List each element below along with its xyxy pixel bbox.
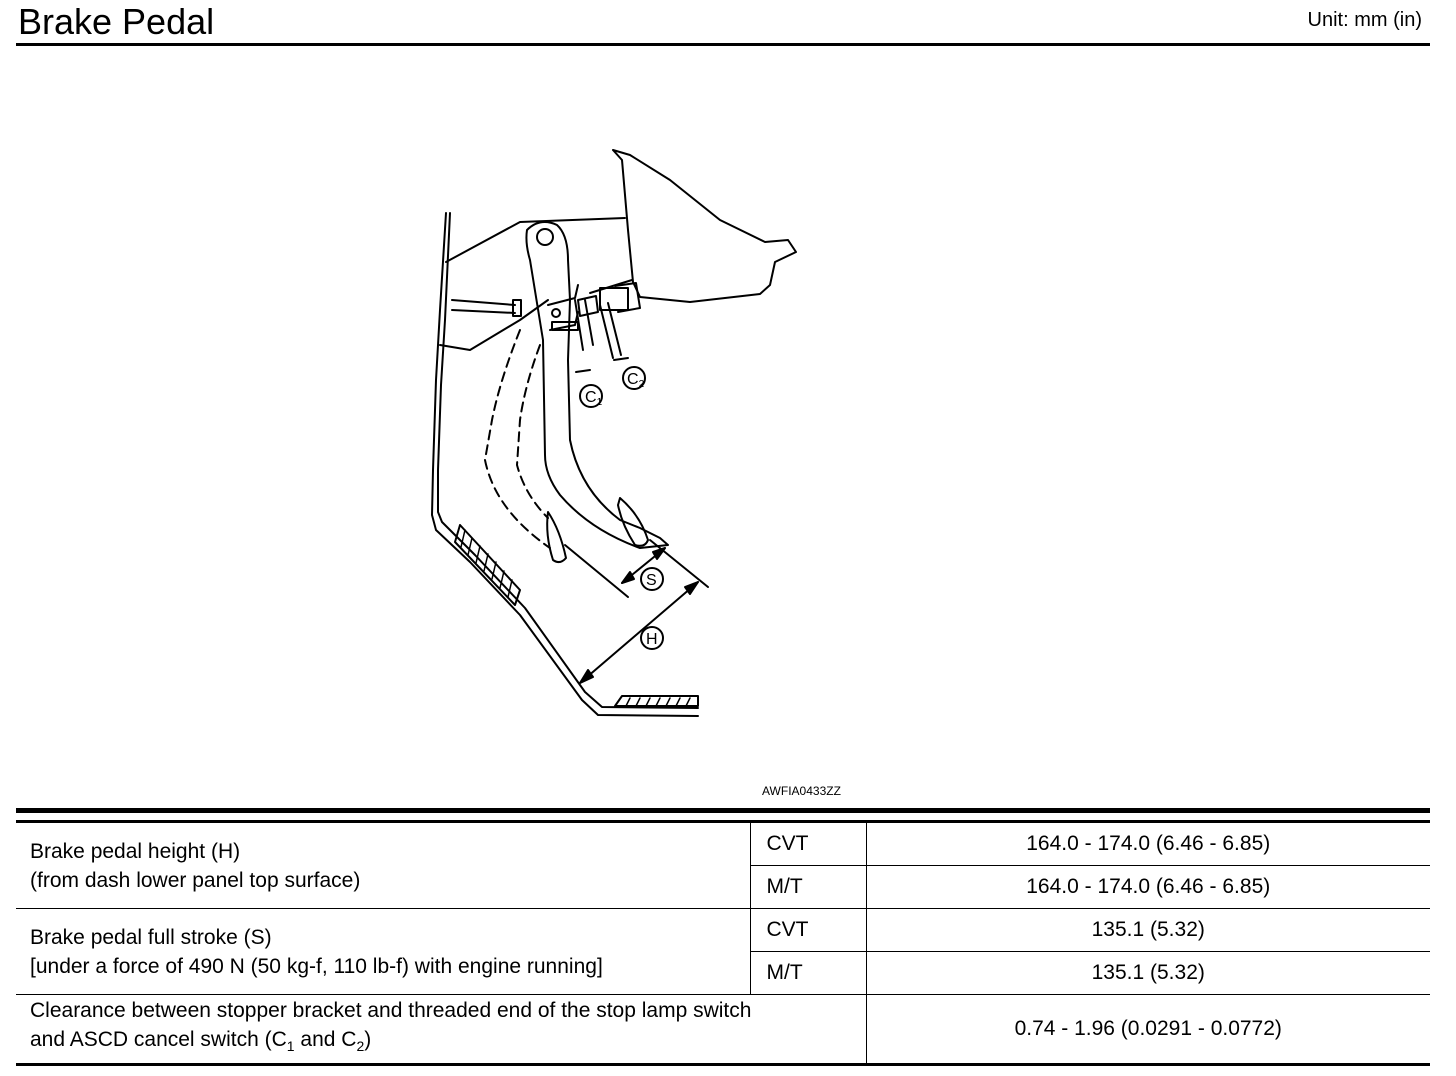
pedal-stroke-item: Brake pedal full stroke (S) [under a for…: [16, 908, 751, 995]
title-divider: [16, 43, 1430, 46]
item-text: Clearance between stopper bracket and th…: [30, 999, 752, 1023]
item-text: Brake pedal height (H): [30, 839, 241, 863]
brake-pedal-spec-table: Brake pedal height (H) (from dash lower …: [16, 822, 1430, 1066]
page-title: Brake Pedal: [18, 1, 215, 42]
hatch-bottom: [625, 697, 691, 707]
depressed-pad: [546, 511, 567, 564]
switch-rod-2: [599, 302, 622, 359]
s-arrow-1: [621, 571, 635, 584]
stopper-plate: [551, 321, 579, 331]
pedal-depressed-outline-2: [516, 344, 549, 519]
item-subtext: (from dash lower panel top surface): [30, 868, 361, 892]
figure-code: AWFIA0433ZZ: [762, 784, 841, 798]
item-subtext: [under a force of 490 N (50 kg-f, 110 lb…: [30, 954, 603, 978]
c1-label: C1: [585, 389, 603, 408]
h-label: H: [646, 631, 658, 648]
table-row: M/T 164.0 - 174.0 (6.46 - 6.85): [16, 865, 1430, 909]
pedal-arm: [525, 220, 669, 549]
c2-label: C2: [627, 371, 645, 390]
h-arrow-1: [579, 669, 594, 684]
table-top-rule: [16, 808, 1430, 813]
unit-label: Unit: mm (in): [1307, 9, 1422, 31]
floor-mat-left: [454, 524, 521, 606]
pedal-depressed-outline: [484, 329, 551, 549]
pedal-pivot: [536, 228, 554, 246]
h-label-circle: [640, 626, 664, 650]
c1-dimension-line: [575, 369, 591, 373]
floor-mat-bottom: [614, 695, 699, 707]
clearance-item: Clearance between stopper bracket and th…: [16, 994, 867, 1066]
c2-dimension-line: [613, 357, 629, 361]
c1-label-circle: [579, 384, 603, 408]
stop-lamp-switch: [577, 295, 599, 317]
clevis-pin: [551, 308, 561, 318]
ascd-switch-body: [599, 287, 629, 311]
table-row: Brake pedal height (H) (from dash lower …: [16, 822, 1430, 909]
item-subtext: and ASCD cancel switch (C1 and C2): [30, 1028, 372, 1055]
transmission-label: M/T: [749, 865, 867, 909]
transmission-label: M/T: [749, 951, 867, 995]
wall-right: [612, 149, 797, 303]
pedal-height-item: Brake pedal height (H) (from dash lower …: [16, 822, 751, 909]
push-rod: [451, 299, 516, 314]
s-label-circle: [640, 567, 664, 591]
spec-value: 0.74 - 1.96 (0.0291 - 0.0772): [865, 994, 1430, 1066]
table-row: M/T 135.1 (5.32): [16, 951, 1430, 995]
dash-panel-inner: [437, 212, 699, 709]
ascd-switch-connector: [614, 282, 641, 313]
item-text: Brake pedal full stroke (S): [30, 925, 272, 949]
transmission-label: CVT: [749, 822, 867, 866]
hatch-left: [460, 529, 513, 598]
spec-value: 135.1 (5.32): [865, 951, 1430, 995]
switch-support: [589, 279, 633, 294]
transmission-label: CVT: [749, 908, 867, 952]
s-extension-line-2: [649, 539, 709, 588]
spec-value: 164.0 - 174.0 (6.46 - 6.85): [865, 865, 1430, 909]
s-arrow-2: [652, 547, 666, 560]
rod-nut: [512, 299, 522, 317]
h-arrow-2: [684, 581, 699, 595]
table-row: Clearance between stopper bracket and th…: [16, 994, 1430, 1066]
spec-value: 135.1 (5.32): [865, 908, 1430, 952]
s-extension-line-1: [564, 544, 629, 598]
c2-label-circle: [622, 366, 646, 390]
s-label: S: [646, 572, 657, 589]
table-top-rule-thin: [16, 820, 1430, 822]
table-row: Brake pedal full stroke (S) [under a for…: [16, 908, 1430, 995]
spec-value: 164.0 - 174.0 (6.46 - 6.85): [865, 822, 1430, 866]
pedal-pad: [617, 497, 649, 547]
lower-bracket: [439, 299, 549, 351]
switch-rod: [574, 299, 594, 351]
h-dimension-line: [579, 581, 699, 684]
dash-panel-outline: [431, 212, 699, 717]
upper-bracket: [445, 217, 626, 263]
